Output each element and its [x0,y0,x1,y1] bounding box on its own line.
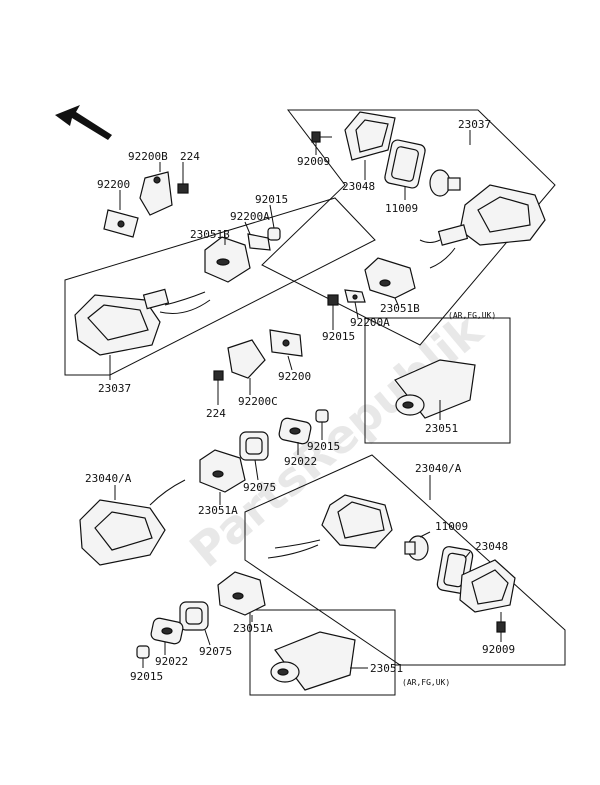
socket-23051-top [394,359,476,419]
label-23051A-mid: 23051A [198,504,238,517]
label-23040A-left: 23040/A [85,472,132,485]
label-92200A-top: 92200A [230,210,270,223]
label-23040A-right: 23040/A [415,462,462,475]
region-note-top: (AR,FG,UK) [448,311,496,320]
label-92200A-mid: 92200A [350,316,390,329]
socket-23051B-right [364,257,416,299]
label-23051A-bottom: 23051A [233,622,273,635]
bolt-224-mid [213,370,224,381]
bulb-bottom [404,535,429,561]
bracket-92200-top [103,209,139,238]
region-note-bottom: (AR,FG,UK) [402,678,450,687]
label-23048-top: 23048 [342,180,375,193]
label-92075-bottom: 92075 [199,645,232,658]
screw-92009-top [311,131,332,143]
bracket-92200A-top [247,233,271,251]
label-11009-bottom: 11009 [435,520,468,533]
label-23051B-right: 23051B [380,302,420,315]
label-11009-top: 11009 [385,202,418,215]
turn-signal-23037-right [419,184,546,269]
box-region-detail-bottom [249,609,396,696]
label-92015-mid: 92015 [322,330,355,343]
bolt-224-top [177,183,189,194]
bracket-92200A-mid [344,289,366,303]
label-23037-left: 23037 [98,382,131,395]
label-92015-bottom: 92015 [130,670,163,683]
bracket-92200C [227,339,266,379]
label-23051B-left: 23051B [190,228,230,241]
socket-23051B-left [204,236,251,283]
grommet-92075-mid [239,431,269,461]
turn-signal-23037-left [74,288,211,356]
label-92200-mid: 92200 [278,370,311,383]
label-92022-mid: 92022 [284,455,317,468]
label-224-top: 224 [180,150,200,163]
nut-92015-bottom [136,645,150,659]
lens-23048-top [344,111,396,161]
label-23051-top: 23051 [425,422,458,435]
label-92200-top: 92200 [97,178,130,191]
screw-92009-bottom [496,612,506,633]
label-92075-mid: 92075 [243,481,276,494]
grommet-92022-bottom [150,617,184,645]
label-224-mid: 224 [206,407,226,420]
label-92009-bottom: 92009 [482,643,515,656]
grommet-92075-bottom [179,601,209,631]
bracket-92200B [139,171,173,216]
lens-23048-bottom [459,559,516,613]
label-92015-mid2: 92015 [307,440,340,453]
socket-23051A-bottom [217,571,266,616]
socket-23051-bottom [270,631,356,691]
nut-92015-mid2 [315,409,329,423]
gasket-11009-top [384,139,426,189]
label-92009-top: 92009 [297,155,330,168]
label-23048-bottom: 23048 [475,540,508,553]
label-92200C: 92200C [238,395,278,408]
grommet-92022-mid [278,417,312,445]
bracket-92200-mid [269,329,303,357]
nut-92015-top [267,227,281,241]
box-left-turn-signal-top [64,197,376,376]
front-direction-arrow-icon [55,105,112,140]
label-92200B: 92200B [128,150,168,163]
bulb-top [429,169,461,197]
leader-lines [109,130,502,669]
label-23051-bottom: 23051 [370,662,403,675]
label-92015-top: 92015 [255,193,288,206]
label-92022-bottom: 92022 [155,655,188,668]
nut-92015-mid [327,294,339,306]
box-region-detail-top [364,317,511,444]
box-right-turn-signal [261,109,556,346]
turn-signal-23040A-right [267,494,393,559]
socket-23051A-mid [199,449,246,493]
label-23037-top: 23037 [458,118,491,131]
turn-signal-23040A-left [79,479,186,566]
